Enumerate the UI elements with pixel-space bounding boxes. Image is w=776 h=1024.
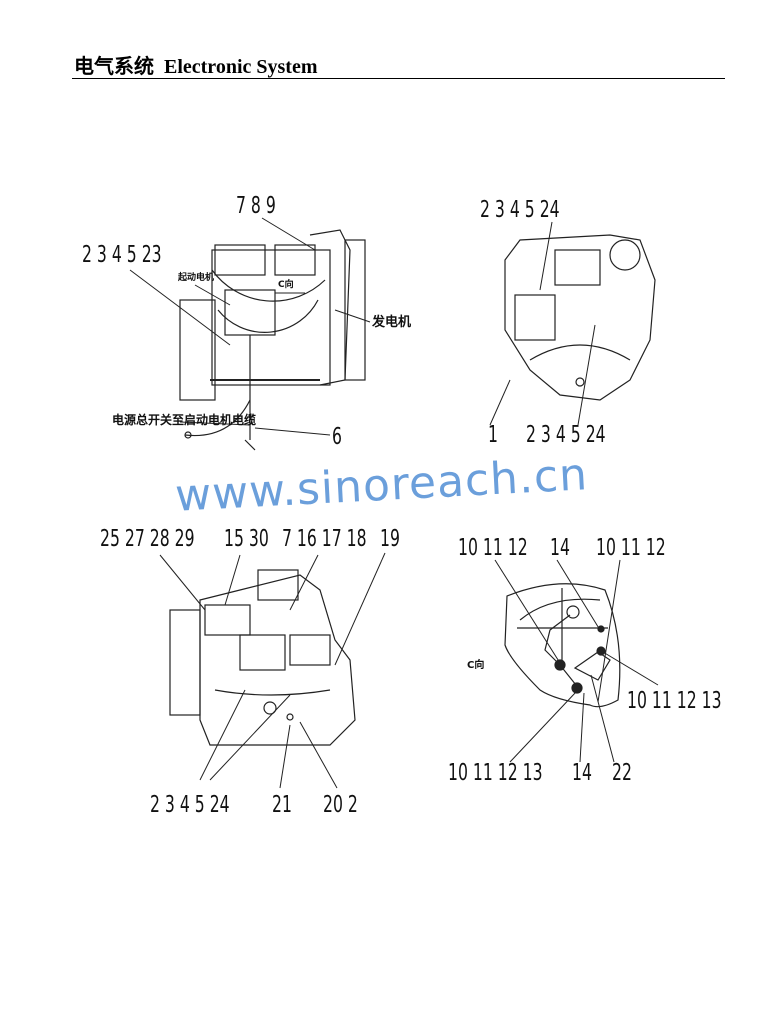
figure-4-leaders [494,559,659,763]
callout-15-30: 15 30 [224,526,269,552]
callout-2-3-4-5-23: 2 3 4 5 23 [82,242,162,268]
callout-10-11-12-left: 10 11 12 [458,535,528,561]
note-view-c-detail: C向 [467,660,485,671]
callout-10-11-12-right: 10 11 12 [596,535,666,561]
callout-7-8-9: 7 8 9 [236,193,276,219]
figure-1-leaders [129,217,371,436]
callout-1: 1 [488,422,498,448]
callout-2-3-4-5-24-bottom: 2 3 4 5 24 [526,422,606,448]
callout-2-3-4-5-24-top: 2 3 4 5 24 [480,197,560,223]
note-starter: 起动电机 [178,273,215,283]
callout-10-11-12-13-right: 10 11 12 13 [627,688,722,714]
figure-4-drawing [504,583,621,708]
header-title-en: Electronic System [164,56,318,78]
note-cable: 电源总开关至启动电机电缆 [112,413,257,427]
note-generator: 发电机 [372,315,412,330]
note-view-c: C向 [278,280,294,290]
callout-20-2: 20 2 [323,792,358,818]
figure-3-drawing [169,569,356,746]
figure-3-leaders [159,552,386,789]
callout-14-top: 14 [550,535,570,561]
callout-6: 6 [332,424,342,450]
callout-25-27-28-29: 25 27 28 29 [100,526,195,552]
callout-7-16-17-18: 7 16 17 18 [282,526,367,552]
callout-22: 22 [612,760,632,786]
callout-21: 21 [272,792,292,818]
header-rule [72,78,725,79]
figure-2-leaders [489,221,596,426]
callout-19: 19 [380,526,400,552]
callout-10-11-12-13-bottom: 10 11 12 13 [448,760,543,786]
header-title-cn: 电气系统 [74,56,154,78]
callout-14-bottom: 14 [572,760,592,786]
page-header: 电气系统 Electronic System [74,50,318,79]
callout-2-3-4-5-24: 2 3 4 5 24 [150,792,230,818]
figure-2-drawing [504,234,656,401]
figure-1-drawing [179,229,366,451]
